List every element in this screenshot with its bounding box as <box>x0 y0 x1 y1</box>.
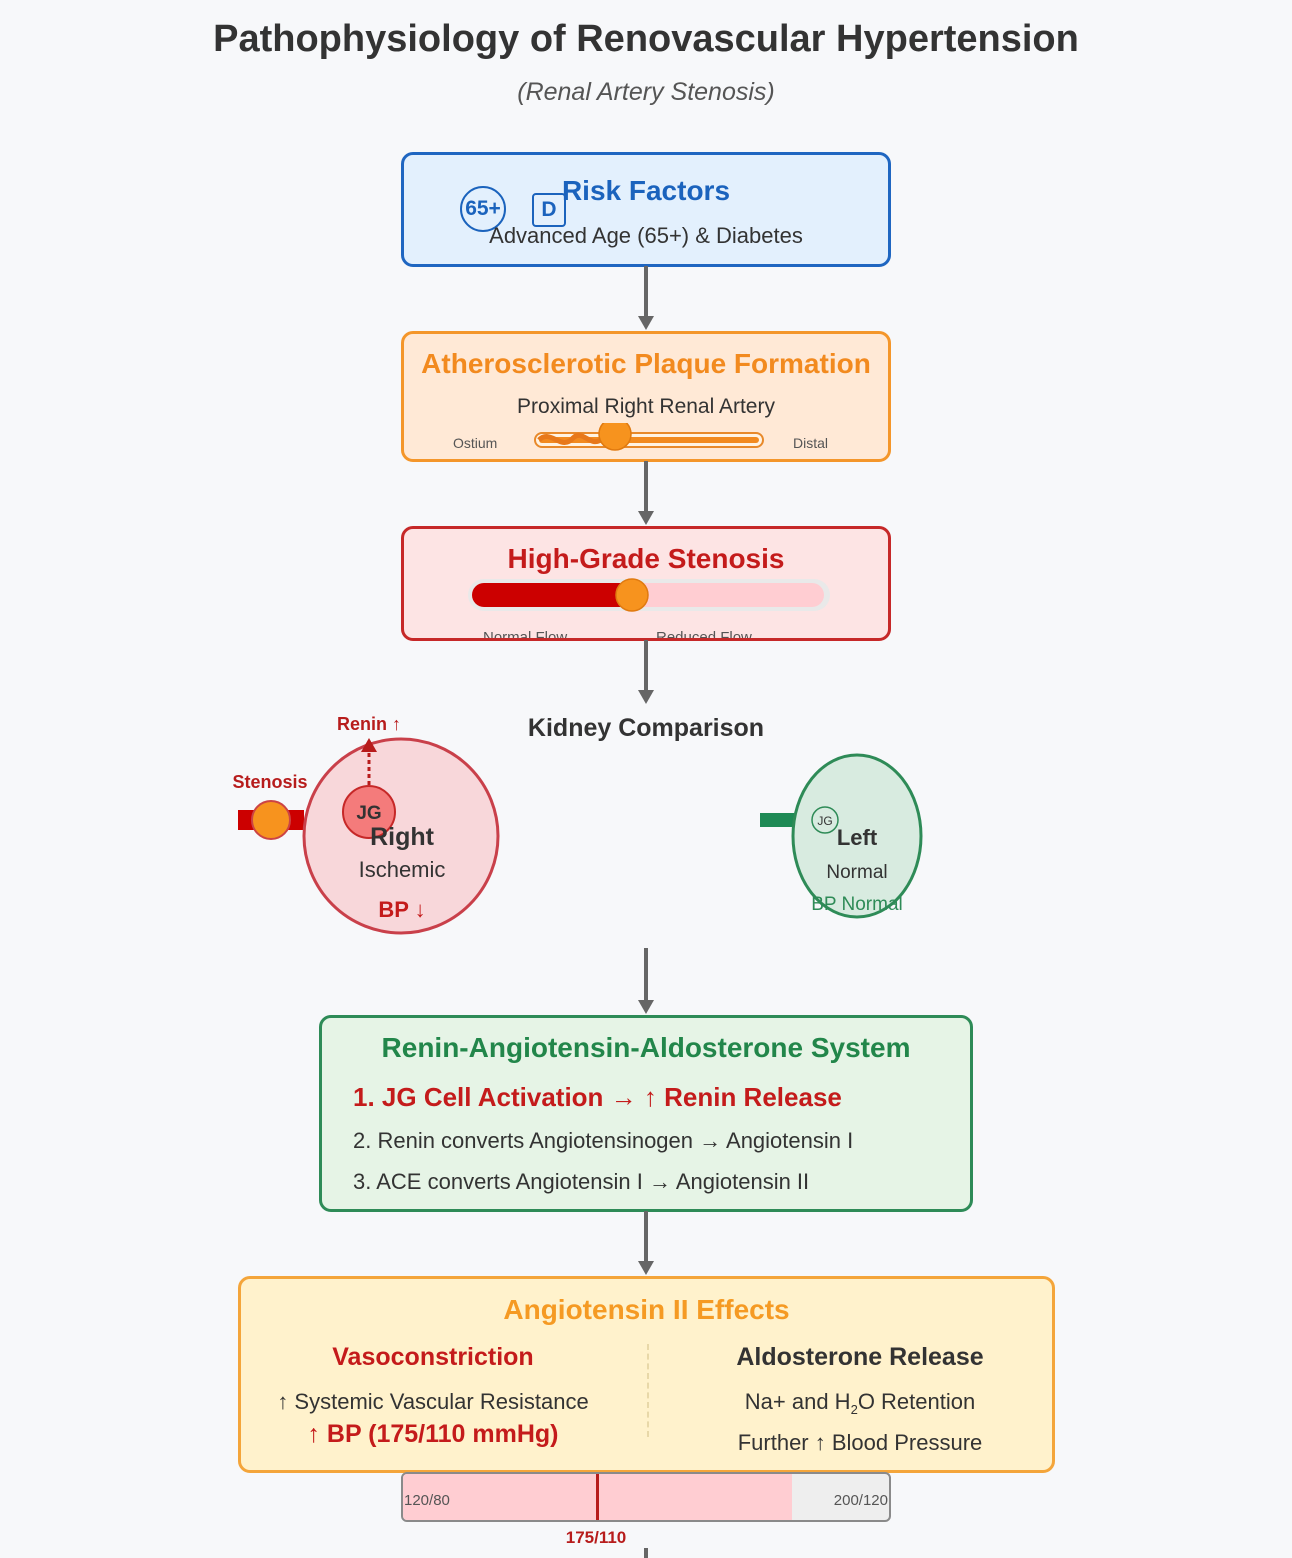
column-divider <box>647 1344 649 1437</box>
stenosis-plaque-icon <box>251 800 291 840</box>
down-arrow-icon <box>644 1548 648 1558</box>
angiotensin-heading: Angiotensin II Effects <box>503 1294 790 1325</box>
reduced-flow-label: Reduced Flow <box>656 629 752 641</box>
bp-current-marker <box>596 1474 600 1520</box>
renin-label: Renin ↑ <box>337 714 401 734</box>
down-arrow-icon <box>638 461 654 525</box>
angiotensin-effects-box: Angiotensin II Effects Vasoconstriction … <box>238 1276 1055 1473</box>
raas-step-2: 2. Renin converts Angiotensinogen → Angi… <box>353 1128 854 1153</box>
page-subtitle: (Renal Artery Stenosis) <box>517 78 775 106</box>
raas-box: Renin-Angiotensin-Aldosterone System 1. … <box>319 1015 973 1212</box>
left-renal-artery <box>760 813 802 827</box>
distal-label: Distal <box>793 435 829 451</box>
aldosterone-line-2: Further ↑ Blood Pressure <box>737 1430 983 1455</box>
jg-label: JG <box>356 803 381 824</box>
aldosterone-line-1: Na+ and H2O Retention <box>744 1389 976 1417</box>
left-kidney-state: Normal <box>826 862 887 883</box>
left-kidney-name: Left <box>837 825 878 850</box>
jg-label: JG <box>817 814 832 828</box>
aldosterone-column: Aldosterone Release Na+ and H2O Retentio… <box>665 1343 1055 1459</box>
jg-cell-icon <box>342 785 396 839</box>
plaque-location-text: Proximal Right Renal Artery <box>517 395 775 418</box>
right-kidney-icon <box>302 737 500 935</box>
down-arrow-icon <box>638 1211 654 1275</box>
page-title: Pathophysiology of Renovascular Hyperten… <box>213 18 1079 60</box>
risk-factors-box: 65+ D Risk Factors Advanced Age (65+) & … <box>401 152 891 267</box>
vasoconstriction-heading: Vasoconstriction <box>332 1343 534 1371</box>
renal-artery-plaque-icon <box>534 423 764 451</box>
plaque-formation-box: Atherosclerotic Plaque Formation Proxima… <box>401 331 891 462</box>
down-arrow-icon <box>638 266 654 330</box>
stenosis-box: High-Grade Stenosis Normal Flow Reduced … <box>401 526 891 641</box>
normal-flow-label: Normal Flow <box>483 629 568 641</box>
age-icon: 65+ <box>460 186 506 232</box>
right-kidney-name: Right <box>370 823 435 851</box>
bp-current-label: 175/110 <box>565 1528 627 1547</box>
stenosis-label: Stenosis <box>232 772 307 792</box>
risk-factors-text: Advanced Age (65+) & Diabetes <box>489 223 803 248</box>
left-kidney-bp: BP Normal <box>811 894 903 915</box>
raas-heading: Renin-Angiotensin-Aldosterone System <box>381 1032 911 1063</box>
left-kidney-icon <box>791 753 923 919</box>
vasoconstriction-line-1: ↑ Systemic Vascular Resistance <box>277 1389 589 1414</box>
left-kidney-diagram: JG Left Normal BP Normal <box>760 753 923 919</box>
right-kidney-state: Ischemic <box>359 857 446 882</box>
flow-gauge-icon <box>468 578 830 612</box>
raas-step-1: 1. JG Cell Activation → ↑ Renin Release <box>353 1082 842 1112</box>
vasoconstriction-column: Vasoconstriction ↑ Systemic Vascular Res… <box>238 1343 628 1451</box>
right-kidney-diagram: JG Right Ischemic BP ↓ Renin ↑ Stenosis <box>232 714 500 935</box>
aldosterone-heading: Aldosterone Release <box>736 1343 984 1371</box>
diabetes-icon: D <box>532 193 566 227</box>
risk-factors-heading: Risk Factors <box>561 175 731 206</box>
down-arrow-icon <box>638 948 654 1014</box>
stenosis-heading: High-Grade Stenosis <box>507 543 785 574</box>
ostium-label: Ostium <box>453 435 498 451</box>
down-arrow-icon <box>638 640 654 704</box>
jg-cell-icon <box>811 806 839 834</box>
bp-max-label: 200/120 <box>833 1492 888 1509</box>
bp-scale-bar: 120/80 200/120 <box>401 1472 891 1522</box>
right-kidney-bp: BP ↓ <box>378 897 425 922</box>
bp-min-label: 120/80 <box>404 1492 450 1509</box>
raas-step-3: 3. ACE converts Angiotensin I → Angioten… <box>353 1169 810 1194</box>
plaque-heading: Atherosclerotic Plaque Formation <box>421 348 871 379</box>
vasoconstriction-bp: ↑ BP (175/110 mmHg) <box>307 1420 559 1448</box>
kidney-comparison-title: Kidney Comparison <box>527 714 765 742</box>
